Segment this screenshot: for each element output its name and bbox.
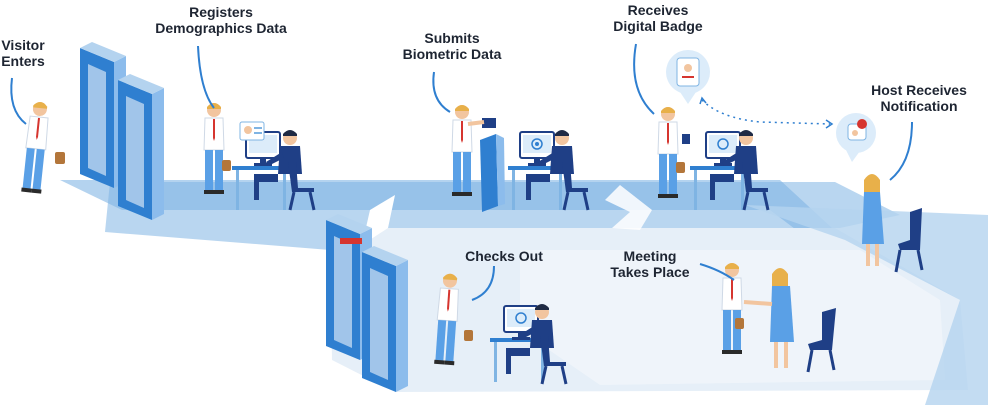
step-meeting-label: Meeting Takes Place	[610, 248, 690, 280]
badge-bubble-icon	[666, 50, 710, 104]
profile-card-icon	[239, 121, 265, 141]
step-host-label: Host Receives Notification	[871, 82, 967, 114]
host-area	[836, 113, 924, 273]
path-floor	[60, 180, 988, 405]
visitor-entering-person-icon	[20, 100, 65, 195]
step-checks-out-label: Checks Out	[465, 248, 543, 264]
chair-icon	[894, 208, 924, 273]
checkout-station	[433, 272, 568, 386]
step-visitor-enters-label: Visitor Enters	[1, 37, 45, 69]
step-biometric-label: Submits Biometric Data	[402, 30, 502, 62]
fingerprint-icon	[531, 138, 543, 150]
step-registers-label: Registers Demographics Data	[155, 4, 287, 36]
meeting-area	[721, 262, 836, 373]
meeting-host-person-icon	[743, 268, 794, 368]
exit-gate-icon	[326, 214, 408, 392]
scanner-icon	[467, 118, 505, 212]
notification-bubble-icon	[836, 113, 876, 162]
biometric-station	[451, 104, 590, 212]
callout-lines	[10, 43, 913, 301]
step-badge-label: Receives Digital Badge	[613, 2, 703, 34]
badge-station	[657, 50, 834, 212]
chair-icon	[806, 308, 836, 373]
host-person-icon	[862, 174, 884, 266]
registration-station	[203, 102, 316, 212]
